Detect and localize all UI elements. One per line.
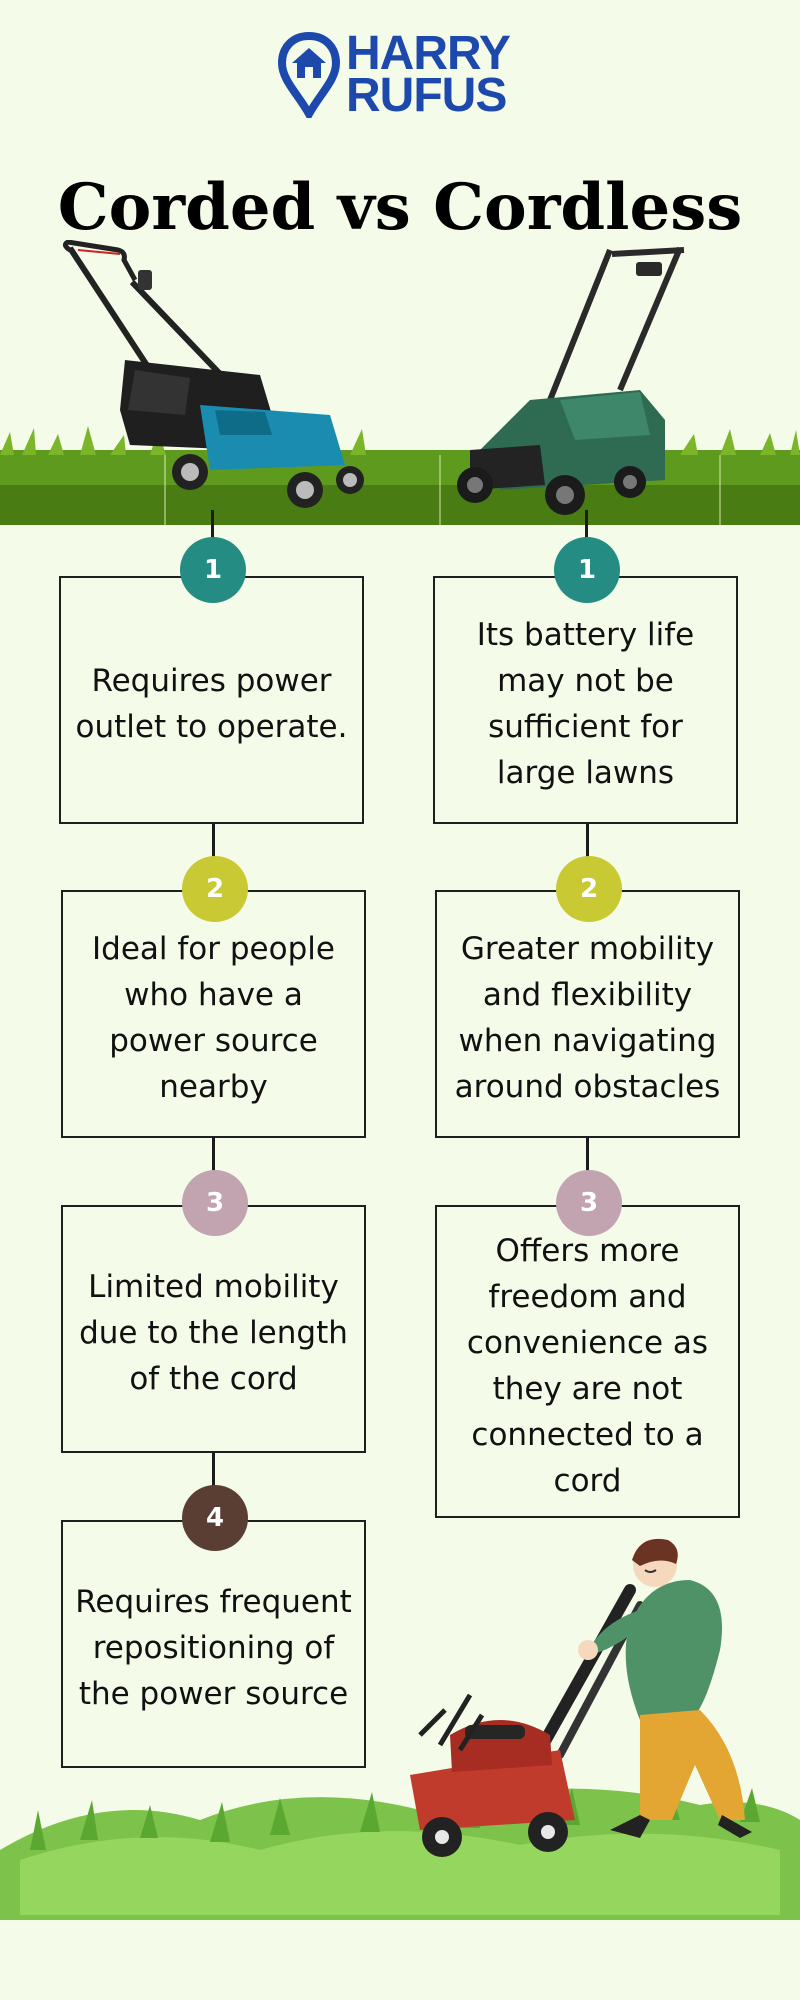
logo-text-line2: RUFUS bbox=[346, 69, 507, 122]
cordless-item-3-text: Offers more freedom and convenience as t… bbox=[466, 1232, 709, 1499]
corded-step-badge-2: 2 bbox=[182, 856, 248, 922]
brand-logo[interactable]: HARRY RUFUS bbox=[278, 30, 528, 120]
corded-step-badge-3: 3 bbox=[182, 1170, 248, 1236]
man-figure bbox=[578, 1538, 752, 1838]
corded-item-2-text: Ideal for people who have a power source… bbox=[92, 931, 335, 1105]
corded-step-badge-4: 4 bbox=[182, 1485, 248, 1551]
cordless-step-badge-2: 2 bbox=[556, 856, 622, 922]
corded-item-1-text: Requires power outlet to operate. bbox=[75, 663, 348, 745]
corded-item-3: Limited mobility due to the length of th… bbox=[61, 1205, 366, 1453]
house-pin-icon bbox=[278, 32, 340, 118]
man-mowing-illustration bbox=[0, 1538, 800, 1920]
logo-text-line1: HARRY bbox=[346, 27, 511, 80]
cordless-item-1-text: Its battery life may not be sufficient f… bbox=[476, 617, 695, 791]
red-lawn-mower bbox=[410, 1584, 644, 1857]
cordless-step-badge-1: 1 bbox=[554, 537, 620, 603]
corded-item-4: Requires frequent repositioning of the p… bbox=[61, 1520, 366, 1768]
lawn-grass bbox=[0, 1785, 800, 1920]
cordless-mower-illustration bbox=[457, 246, 685, 515]
cordless-item-1: Its battery life may not be sufficient f… bbox=[433, 576, 738, 824]
cordless-step-badge-3: 3 bbox=[556, 1170, 622, 1236]
corded-step-badge-1: 1 bbox=[180, 537, 246, 603]
corded-item-1: Requires power outlet to operate. bbox=[59, 576, 364, 824]
cordless-item-2: Greater mobility and flexibility when na… bbox=[435, 890, 740, 1138]
mowers-hero-illustration bbox=[0, 240, 800, 525]
grass-strip bbox=[0, 426, 800, 525]
cordless-item-3: Offers more freedom and convenience as t… bbox=[435, 1205, 740, 1518]
corded-item-4-text: Requires frequent repositioning of the p… bbox=[75, 1584, 352, 1712]
page-title: Corded vs Cordless bbox=[57, 170, 743, 245]
corded-item-3-text: Limited mobility due to the length of th… bbox=[79, 1269, 348, 1397]
cordless-item-2-text: Greater mobility and flexibility when na… bbox=[454, 931, 721, 1105]
corded-item-2: Ideal for people who have a power source… bbox=[61, 890, 366, 1138]
corded-mower-illustration bbox=[62, 240, 364, 508]
